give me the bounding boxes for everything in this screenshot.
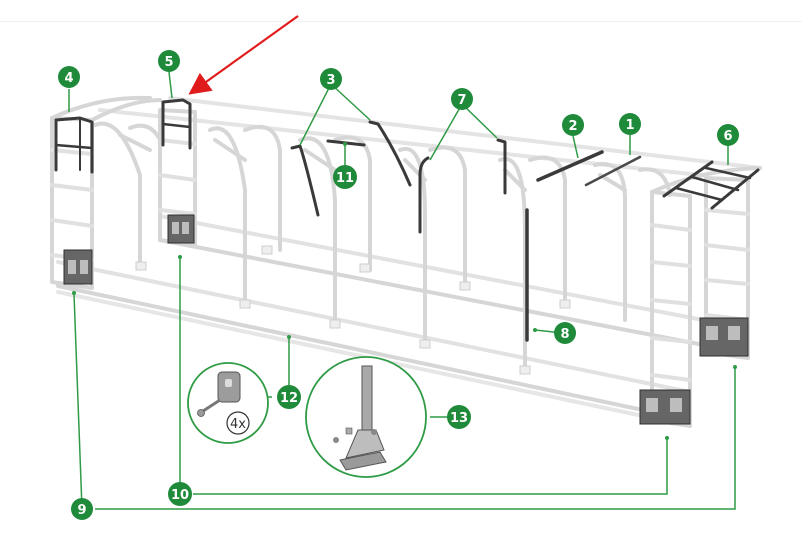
callout-6: 6 bbox=[717, 124, 739, 146]
part-2-ridge bbox=[536, 150, 604, 182]
header-divider bbox=[0, 21, 802, 22]
back-base-rail bbox=[158, 238, 742, 354]
base-feet bbox=[135, 245, 571, 375]
anchor-foot-icon bbox=[345, 429, 385, 459]
svg-text:6: 6 bbox=[723, 129, 732, 144]
svg-text:8: 8 bbox=[560, 327, 569, 342]
part-7-post-right bbox=[496, 138, 507, 195]
svg-text:11: 11 bbox=[336, 171, 354, 186]
callout-2: 2 bbox=[562, 114, 584, 136]
svg-text:7: 7 bbox=[457, 93, 466, 108]
callouts: 1 2 3 4 5 6 7 bbox=[58, 50, 739, 520]
svg-text:3: 3 bbox=[326, 73, 335, 88]
part-5-ladder-top bbox=[161, 98, 192, 150]
leader-lines bbox=[68, 71, 736, 510]
part-1-ridge bbox=[584, 155, 642, 187]
anchor-post-icon bbox=[361, 365, 373, 431]
svg-text:13: 13 bbox=[450, 411, 468, 426]
quantity-badge bbox=[226, 411, 250, 435]
svg-text:12: 12 bbox=[280, 391, 298, 406]
callout-1: 1 bbox=[619, 113, 641, 135]
callout-5: 5 bbox=[158, 50, 180, 72]
right-end-ladder bbox=[650, 190, 692, 428]
detail-13-inset bbox=[305, 356, 427, 478]
svg-text:2: 2 bbox=[568, 119, 577, 134]
callout-13: 13 bbox=[447, 405, 471, 429]
svg-text:10: 10 bbox=[171, 488, 189, 503]
svg-text:4: 4 bbox=[64, 71, 73, 86]
callout-9: 9 bbox=[71, 498, 93, 520]
svg-text:1: 1 bbox=[625, 118, 634, 133]
callout-10: 10 bbox=[168, 482, 192, 506]
callout-4: 4 bbox=[58, 66, 80, 88]
svg-text:5: 5 bbox=[164, 55, 173, 70]
callout-11: 11 bbox=[333, 165, 357, 189]
part-3-brace-right bbox=[368, 120, 412, 187]
highlighted-parts bbox=[54, 98, 760, 342]
callout-3: 3 bbox=[320, 68, 342, 90]
front-base-rail bbox=[56, 284, 692, 422]
detail-12-inset: 4x bbox=[187, 362, 269, 444]
red-arrow-indicator bbox=[188, 15, 299, 95]
part-3-brace-left bbox=[290, 144, 320, 217]
callout-12: 12 bbox=[277, 385, 301, 409]
leader-dots bbox=[72, 142, 737, 440]
callout-8: 8 bbox=[554, 322, 576, 344]
svg-text:9: 9 bbox=[77, 503, 86, 518]
callout-7: 7 bbox=[451, 88, 473, 110]
part-7-post-left bbox=[418, 156, 430, 234]
quantity-label: 4x bbox=[230, 417, 246, 432]
